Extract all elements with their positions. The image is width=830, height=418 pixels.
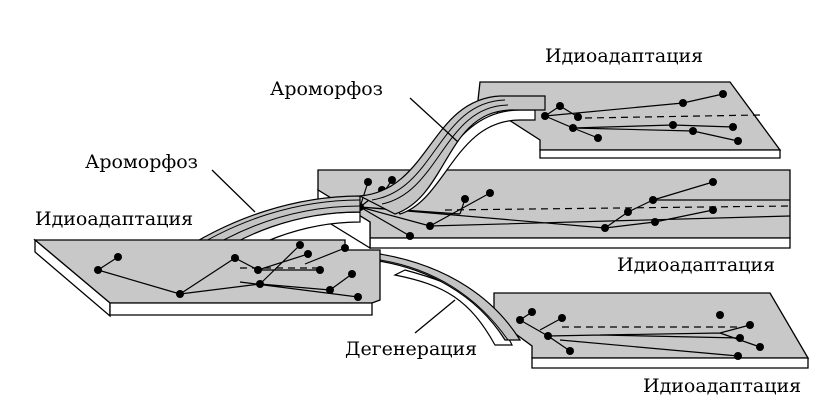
plane-bottom-right	[493, 292, 810, 369]
leader-degeneration	[414, 299, 456, 334]
label-idioadaptation-top-right: Идиоадаптация	[545, 45, 704, 67]
label-idioadaptation-middle-right: Идиоадаптация	[617, 254, 776, 276]
ribbon-degeneration	[349, 253, 522, 346]
label-idioadaptation-bottom-right: Идиоадаптация	[643, 375, 802, 397]
label-aromorphosis-lower: Ароморфоз	[85, 151, 199, 173]
plane-top-right	[477, 81, 782, 159]
label-degeneration: Дегенерация	[345, 338, 478, 360]
plane-left	[33, 238, 381, 318]
ribbon-aromorphosis-to-top	[357, 95, 546, 215]
label-idioadaptation-left: Идиоадаптация	[35, 208, 194, 230]
leader-aromorphosis-upper	[409, 97, 459, 143]
leader-aromorphosis-lower	[211, 169, 256, 213]
plane-left-nodes	[94, 241, 362, 301]
label-aromorphosis-upper: Ароморфоз	[270, 78, 384, 100]
plane-bottom-right-nodes	[516, 308, 764, 360]
plane-top-right-nodes	[541, 90, 742, 145]
